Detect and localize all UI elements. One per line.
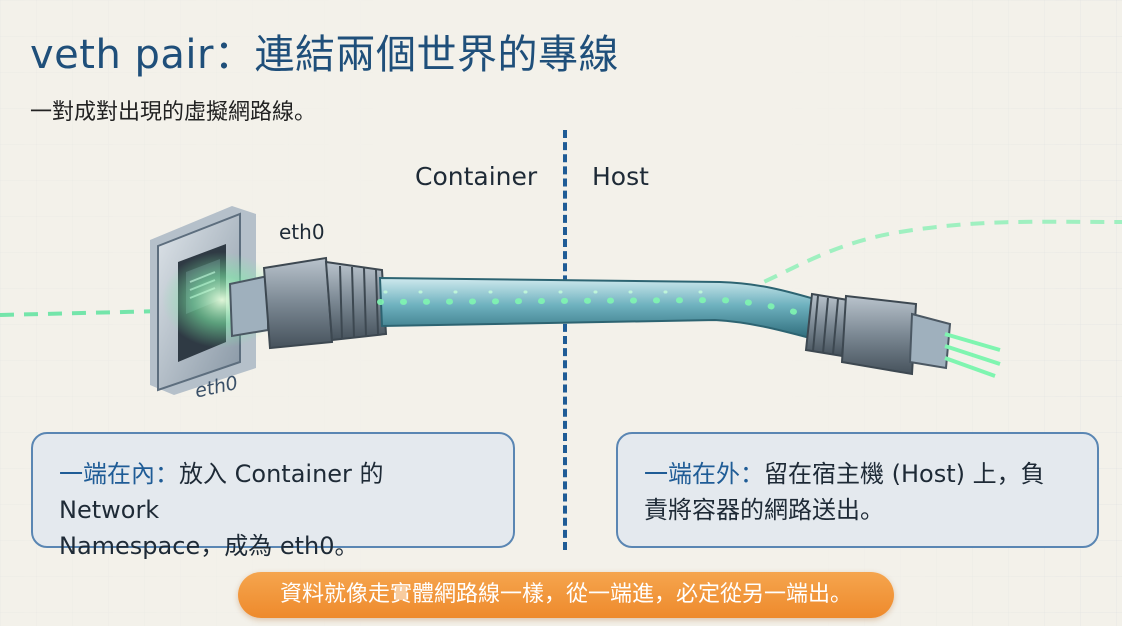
network-cable-icon bbox=[378, 276, 820, 340]
container-end-box: 一端在內：放入 Container 的 Network Namespace，成為… bbox=[31, 432, 515, 560]
page-subtitle: 一對成對出現的虛擬網路線。 bbox=[30, 100, 317, 125]
data-flow-line-right bbox=[719, 219, 1122, 302]
rj45-connector-icon bbox=[228, 256, 388, 350]
container-end-text-line1: 放入 Container 的 Network bbox=[59, 460, 384, 524]
veth-cable-illustration bbox=[0, 206, 1122, 395]
rj45-connector-right-icon bbox=[804, 292, 1001, 378]
host-end-box: 一端在外：留在宿主機 (Host) 上，負 責將容器的網路送出。 bbox=[616, 432, 1099, 548]
host-end-text-line1: 留在宿主機 (Host) 上，負 bbox=[764, 460, 1045, 488]
summary-banner: 資料就像走實體網路線一樣，從一端進，必定從另一端出。 bbox=[238, 572, 894, 618]
container-label: Container bbox=[415, 162, 538, 191]
container-end-text-line2: Namespace，成為 eth0。 bbox=[59, 532, 359, 560]
host-end-text-line2: 責將容器的網路送出。 bbox=[644, 496, 884, 524]
namespace-divider bbox=[563, 130, 567, 550]
host-label: Host bbox=[592, 162, 649, 191]
page-title: veth pair：連結兩個世界的專線 bbox=[30, 32, 619, 78]
container-end-heading: 一端在內： bbox=[59, 460, 179, 488]
cable-data-dots bbox=[377, 296, 818, 321]
host-end-heading: 一端在外： bbox=[644, 460, 764, 488]
cable-eth0-label: eth0 bbox=[279, 220, 325, 244]
